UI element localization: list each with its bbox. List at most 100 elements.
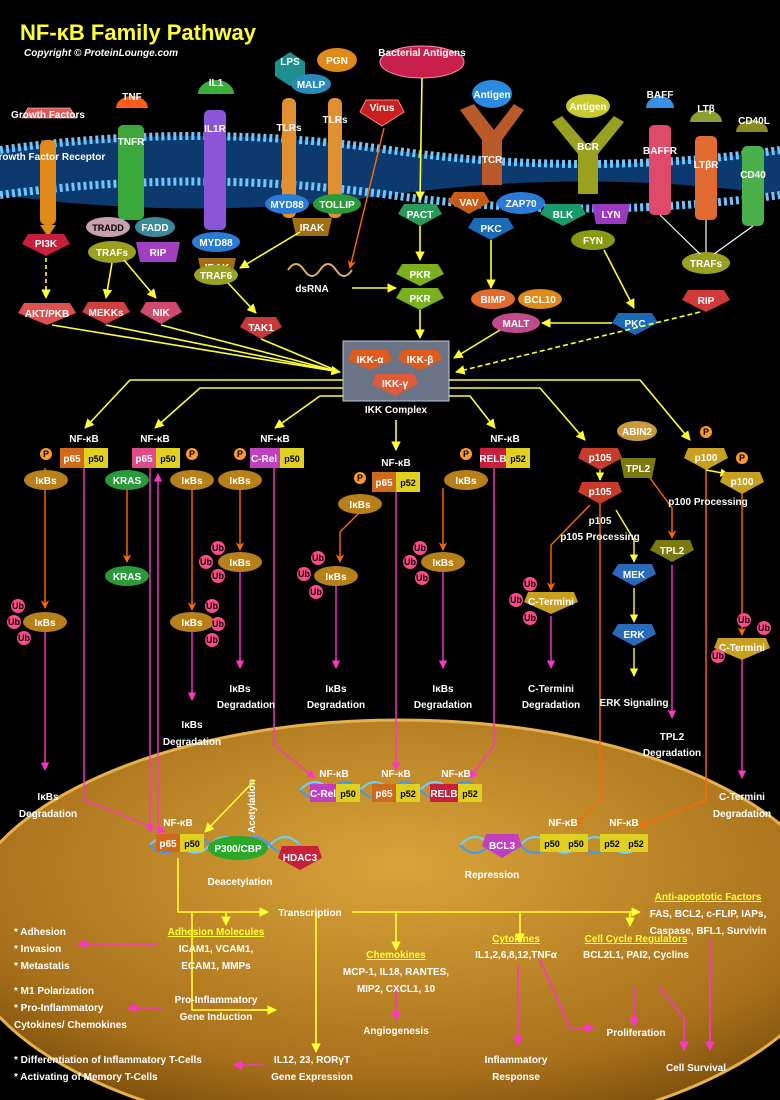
p100-2-label: p100 — [731, 477, 754, 488]
ikbs-3-label: IκBs — [229, 476, 251, 487]
p100-processing-text: p100 Processing — [668, 497, 747, 508]
growth-factor-receptor-label: Growth Factor Receptor — [0, 152, 105, 163]
il12-l2: Gene Expression — [271, 1072, 353, 1083]
myd88-a-node — [192, 232, 240, 252]
rip2-node — [682, 290, 730, 312]
p-3-label: P — [237, 449, 243, 459]
ikk-beta-node — [398, 350, 442, 370]
cyt-l1: IL1,2,6,8,12,TNFα — [475, 950, 558, 961]
tollip-node — [313, 194, 361, 214]
tcr-shape — [460, 104, 524, 185]
degradation-8: Degradation — [713, 809, 771, 820]
cd40l-label: CD40L — [738, 116, 770, 127]
p52-4-label: p52 — [400, 478, 416, 488]
survival-text: Cell Survival — [666, 1063, 726, 1074]
nfkb-2-label: NF-κB — [140, 434, 169, 445]
ub-3: Ub — [18, 633, 30, 643]
trafs2-node — [682, 252, 730, 274]
ub-6: Ub — [212, 571, 224, 581]
p300cbp-label: P300/CBP — [214, 844, 262, 855]
p105-2-label: p105 — [589, 487, 612, 498]
pkr-b-label: PKR — [409, 294, 431, 305]
ikk-alpha-label: IKK-α — [357, 355, 385, 366]
p52-n6a: p52 — [604, 839, 620, 849]
traf6-node — [194, 265, 238, 285]
crel-1-label: C-Rel — [251, 454, 277, 465]
degradation-3: Degradation — [217, 700, 275, 711]
nfkb-3-label: NF-κB — [260, 434, 289, 445]
degradation-2: Degradation — [163, 737, 221, 748]
upstream-arrows — [41, 77, 701, 376]
fadd-node — [135, 217, 175, 237]
cd40-shape — [742, 146, 764, 226]
anti-l1: FAS, BCL2, c-FLIP, IAPs, — [650, 909, 767, 920]
virus-shape — [359, 99, 405, 127]
ikbs-ub-4: IκBs — [325, 572, 347, 583]
ikbs-ub-5: IκBs — [432, 558, 454, 569]
malp-shape — [291, 74, 331, 94]
pi3k-node — [22, 234, 70, 256]
metastasis-text: * Metastatis — [14, 961, 70, 972]
ltb-shape — [690, 110, 722, 122]
virus-label: Virus — [370, 103, 395, 114]
p50-n5a: p50 — [544, 839, 560, 849]
ikk-output-arrows — [84, 379, 691, 451]
ikk-alpha-node — [348, 350, 392, 370]
antigen-tcr-shape — [472, 80, 512, 108]
ub-7: Ub — [206, 601, 218, 611]
vav-node — [448, 192, 490, 214]
ub-9: Ub — [206, 635, 218, 645]
bimp-node — [471, 289, 515, 309]
tlrs-b-shape — [328, 98, 342, 218]
malt-label: MALT — [502, 319, 529, 330]
ikbs-deg-4: IκBs — [325, 684, 347, 695]
il12-l1: IL12, 23, RORγT — [274, 1055, 350, 1066]
tradd-label: TRADD — [92, 223, 124, 233]
p50-1-label: p50 — [88, 454, 104, 464]
proinf-l2: Gene Induction — [180, 1012, 253, 1023]
ltbr-shape — [695, 136, 717, 220]
tlrs-b-label: TLRs — [323, 115, 348, 126]
ub-16: Ub — [524, 579, 536, 589]
mem-text: * Activating of Memory T-Cells — [14, 1072, 158, 1083]
p52-n6b: p52 — [628, 839, 644, 849]
ub-12: Ub — [310, 587, 322, 597]
nfkb-4-label: NF-κB — [381, 458, 410, 469]
p50-2-label: p50 — [160, 454, 176, 464]
ub-2: Ub — [8, 617, 20, 627]
ccr-title: Cell Cycle Regulators — [585, 934, 688, 945]
pgn-label: PGN — [326, 56, 348, 67]
ltb-label: LTβ — [697, 104, 715, 115]
nfkb-n3: NF-κB — [441, 769, 470, 780]
cyt-title: Cytokines — [492, 934, 540, 945]
tlrs-a-shape — [282, 98, 296, 218]
p52-n2: p52 — [400, 789, 416, 799]
bimp-label: BIMP — [481, 295, 506, 306]
tpl2-1-label: TPL2 — [626, 464, 651, 475]
ikbs-deg-2: IκBs — [181, 720, 203, 731]
antigen-bcr-shape — [566, 94, 610, 118]
tak1-node — [240, 317, 282, 339]
angio-text: Angiogenesis — [363, 1026, 429, 1037]
ikk-gamma-label: IKK-γ — [382, 379, 409, 390]
trafs1-node — [88, 241, 136, 263]
adh-l2: ECAM1, MMPs — [181, 961, 251, 972]
degradation-7: Degradation — [643, 748, 701, 759]
pkr-b-node — [396, 288, 444, 310]
outcomes: * Adhesion * Invasion * Metastatis * M1 … — [14, 892, 766, 1083]
tak1-label: TAK1 — [248, 323, 274, 334]
p52-n3: p52 — [462, 789, 478, 799]
pkc-b-node — [612, 313, 658, 335]
myd88-b-label: MYD88 — [270, 200, 304, 211]
pi3k-label: PI3K — [35, 239, 58, 250]
ub-15: Ub — [416, 573, 428, 583]
ub-11: Ub — [298, 569, 310, 579]
inflam-l1: Inflammatory — [485, 1055, 548, 1066]
ub-19: Ub — [738, 615, 750, 625]
ccr-l1: BCL2L1, PAI2, Cyclins — [583, 950, 689, 961]
pkr-a-label: PKR — [409, 270, 431, 281]
nik-node — [140, 302, 182, 324]
nfkb-5-label: NF-κB — [490, 434, 519, 445]
tradd-node — [86, 217, 130, 237]
